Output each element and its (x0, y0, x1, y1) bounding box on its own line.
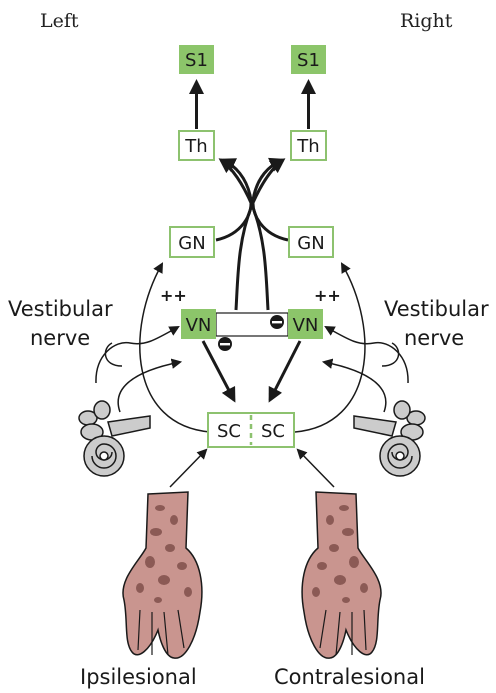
excitation-label-left: ++ (160, 286, 187, 305)
gn-left-node: GN (170, 227, 214, 257)
right-paw-icon (302, 492, 381, 658)
vn-right-to-sc-arrow (270, 341, 300, 400)
vestibular-nerve-fiber-left-upper (96, 327, 178, 383)
vestibular-nerve-fiber-left-lower (118, 362, 180, 412)
vestibular-nerve-left-line2: nerve (30, 326, 90, 350)
th-right-label: Th (296, 136, 319, 157)
gn-left-label: GN (178, 233, 205, 254)
s1-left-node: S1 (179, 45, 214, 74)
s1-left-label: S1 (185, 50, 208, 71)
s1-right-label: S1 (297, 50, 320, 71)
vestibular-nerve-fiber-right-upper (326, 327, 408, 383)
gn-right-node: GN (289, 227, 333, 257)
th-left-node: Th (179, 131, 214, 160)
inhibition-sign-bottom (218, 337, 232, 351)
vestibular-nerve-fiber-right-lower (324, 362, 386, 412)
ipsilesional-label: Ipsilesional (80, 665, 197, 689)
left-side-label: Left (40, 10, 79, 32)
inhibition-sign-top (270, 315, 284, 329)
vestibular-nerve-left-line1: Vestibular (8, 297, 113, 321)
s1-right-node: S1 (291, 45, 326, 74)
vestibular-nerve-right-line2: nerve (404, 326, 464, 350)
vestibular-nerve-right-line1: Vestibular (384, 297, 489, 321)
contralesional-label: Contralesional (274, 665, 425, 689)
gn-right-label: GN (297, 233, 324, 254)
right-paw-to-sc-arrow (298, 450, 334, 487)
sc-left-label: SC (217, 421, 241, 442)
vn-right-node: VN (288, 309, 323, 339)
vn-right-label: VN (293, 315, 319, 336)
vn-left-node: VN (181, 309, 216, 339)
inner-ear-left-icon (79, 401, 150, 476)
th-right-node: Th (291, 131, 326, 160)
vestibular-nerve-label-right: Vestibular nerve (384, 297, 489, 350)
sc-node: SC SC (208, 413, 294, 447)
left-paw-icon (123, 492, 202, 658)
right-side-label: Right (400, 10, 453, 32)
th-left-label: Th (184, 136, 207, 157)
vn-left-to-sc-arrow (203, 341, 234, 400)
vn-left-label: VN (186, 315, 212, 336)
excitation-label-right: ++ (314, 286, 341, 305)
vestibular-nerve-label-left: Vestibular nerve (8, 297, 113, 350)
inner-ear-right-icon (354, 401, 425, 476)
sc-right-label: SC (261, 421, 285, 442)
left-paw-to-sc-arrow (170, 450, 206, 487)
